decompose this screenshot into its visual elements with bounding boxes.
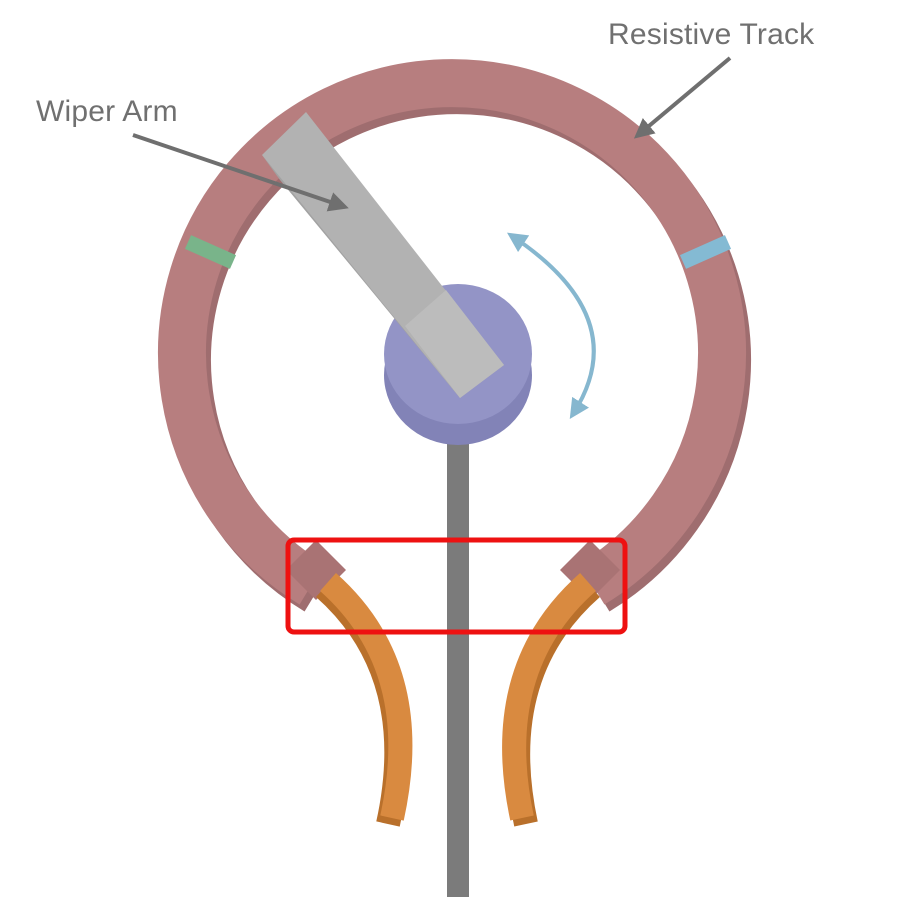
terminal-left [315,573,413,827]
shaft [447,433,469,897]
wiper-arm-tip [405,290,504,398]
resistive-track-label: Resistive Track [608,18,815,51]
wiper-arm-leader-arrow [132,133,349,212]
wiper-arm-label: Wiper Arm [36,95,178,128]
end-marker-right [679,235,732,269]
highlight-box [285,537,628,635]
wiper-arm [262,112,504,398]
resistive-track-face [158,59,746,605]
resistive-track-leader-arrow [633,56,732,139]
resistive-track [158,59,751,612]
rotation-arrow-icon [507,232,596,420]
end-marker-left [184,235,237,269]
terminal-right [502,572,600,827]
